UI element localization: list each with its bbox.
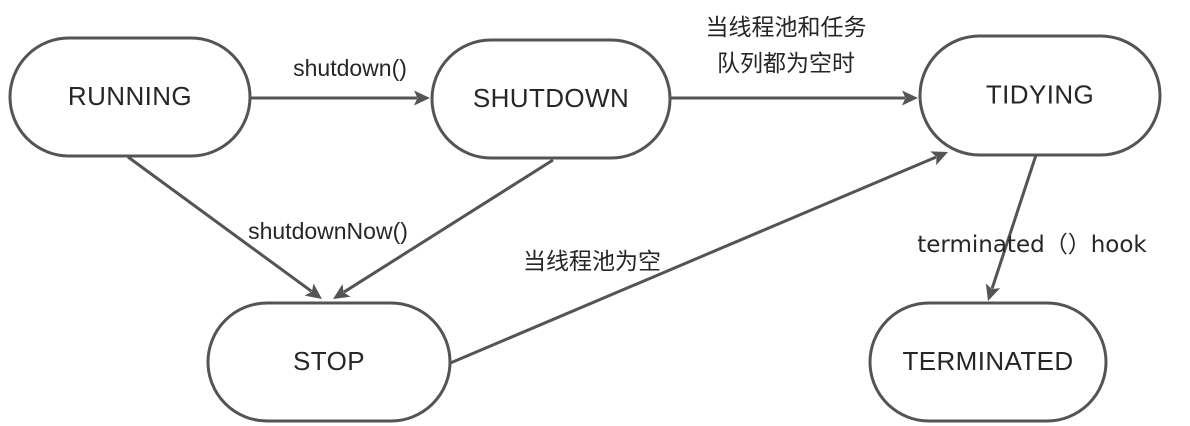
node-shape	[430, 38, 672, 160]
node-label-stop: STOP	[293, 346, 365, 376]
arrowhead-icon	[985, 283, 1001, 301]
arrowhead-icon	[902, 90, 918, 106]
state-node-tidying[interactable]: TIDYING	[918, 34, 1162, 157]
edge-label-running-to-shutdown: shutdown()	[293, 55, 407, 81]
arrowhead-icon	[414, 90, 430, 106]
node-label-running: RUNNING	[68, 81, 192, 111]
node-label-tidying: TIDYING	[986, 79, 1094, 109]
edge-labels-layer: shutdown() 当线程池和任务队列都为空时 shutdownNow() 当线程池…	[248, 15, 1147, 275]
edge-running-to-shutdown	[250, 90, 430, 106]
node-shape	[868, 301, 1108, 423]
edges-layer	[127, 90, 1038, 366]
state-node-shutdown[interactable]: SHUTDOWN	[430, 38, 672, 160]
node-shape	[918, 34, 1162, 157]
edge-line	[990, 154, 1038, 290]
state-node-running[interactable]: RUNNING	[8, 36, 252, 158]
edge-line	[343, 158, 554, 294]
arrowhead-icon	[333, 284, 351, 299]
state-node-stop[interactable]: STOP	[206, 301, 452, 423]
edge-tidying-to-terminated	[985, 154, 1038, 301]
state-node-terminated[interactable]: TERMINATED	[868, 301, 1108, 423]
edge-shutdown-to-stop	[333, 158, 554, 299]
edge-running-to-stop	[127, 155, 322, 299]
nodes-layer: RUNNING SHUTDOWN TIDYING STOP TERMINATED	[8, 34, 1162, 423]
arrowhead-icon	[304, 283, 322, 299]
edge-line	[447, 155, 937, 366]
node-shape	[8, 36, 252, 158]
edge-shutdown-to-tidying	[670, 90, 918, 106]
edge-line	[127, 155, 313, 293]
edge-label-tidying-to-terminated: terminated（）hook	[917, 232, 1147, 258]
arrowhead-icon	[930, 151, 948, 166]
node-shape	[206, 301, 452, 423]
node-label-shutdown: SHUTDOWN	[473, 83, 629, 113]
edge-label-shutdown-to-tidying: 当线程池和任务队列都为空时	[706, 15, 867, 77]
node-label-terminated: TERMINATED	[902, 346, 1073, 376]
edge-label-stop-to-tidying: 当线程池为空	[523, 249, 661, 275]
edge-label-running-to-stop: shutdownNow()	[248, 218, 408, 244]
edge-stop-to-tidying	[447, 151, 948, 366]
